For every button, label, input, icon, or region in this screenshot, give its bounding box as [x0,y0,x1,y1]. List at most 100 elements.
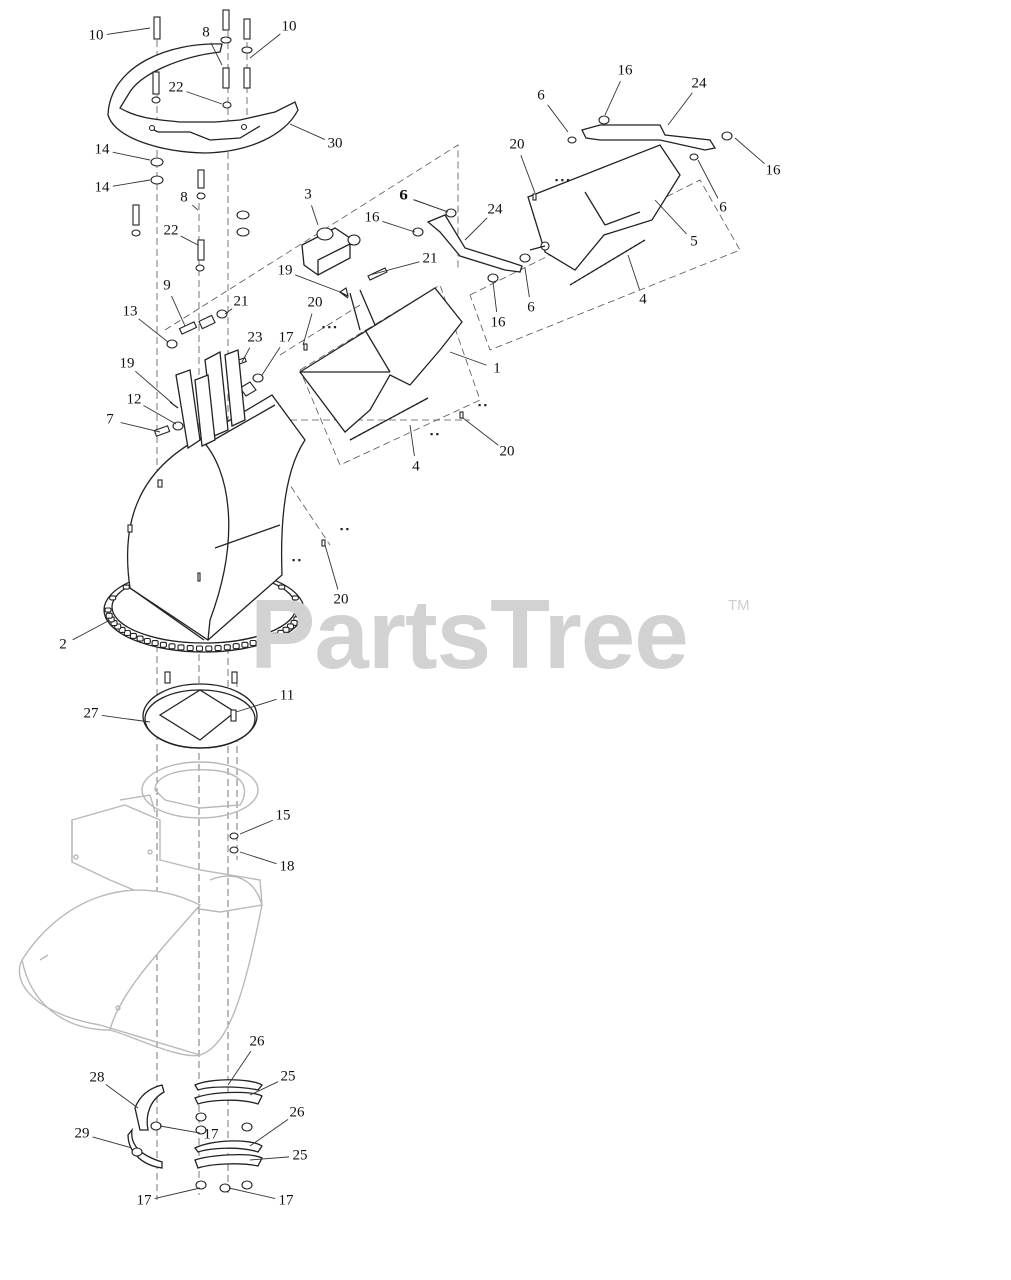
ring-slot [241,641,249,648]
leader-line-23 [241,347,251,363]
callout-20[interactable]: 20 [499,443,515,460]
callout-24[interactable]: 24 [487,201,503,218]
svg-text:▪ ▪ ▪: ▪ ▪ ▪ [322,322,337,332]
deflector-lower[interactable] [299,287,463,433]
callout-9[interactable]: 9 [163,277,171,294]
top-plate[interactable] [107,43,299,154]
callout-3[interactable]: 3 [304,186,312,203]
callout-8[interactable]: 8 [202,24,210,41]
callout-8[interactable]: 8 [180,189,188,206]
callout-14[interactable]: 14 [94,179,110,196]
link-arm-lower[interactable] [412,208,531,283]
callout-17[interactable]: 17 [203,1126,219,1143]
callout-26[interactable]: 26 [249,1033,265,1050]
svg-text:▪ ▪: ▪ ▪ [478,400,487,410]
ring-slot [129,632,137,639]
callout-17[interactable]: 17 [136,1192,152,1209]
leader-line-20 [462,417,499,446]
svg-text:▪ ▪: ▪ ▪ [340,524,349,534]
ring-slot [291,595,299,601]
callout-12[interactable]: 12 [126,391,142,408]
callout-20[interactable]: 20 [307,294,323,311]
callout-4[interactable]: 4 [639,291,647,308]
ring-slot [177,644,185,651]
callout-27[interactable]: 27 [83,705,99,722]
leader-line-19 [135,370,173,404]
callout-20[interactable]: 20 [333,591,349,608]
leader-line-28 [105,1084,139,1109]
callout-19[interactable]: 19 [119,355,135,372]
ring-slot [214,645,222,652]
leader-line-17 [154,1187,201,1199]
callout-16[interactable]: 16 [490,314,506,331]
callout-17[interactable]: 17 [278,329,294,346]
discharge-chute[interactable] [103,349,306,653]
leader-line-16 [492,281,498,313]
callout-24[interactable]: 24 [691,75,707,92]
callout-16[interactable]: 16 [617,62,633,79]
leader-line-13 [138,318,169,343]
callout-30[interactable]: 30 [327,135,343,152]
callout-6[interactable]: 6 [537,87,545,104]
callout-6[interactable]: 6 [400,187,408,204]
callout-17[interactable]: 17 [278,1192,294,1209]
leader-line-26 [227,1050,252,1086]
leader-line-7 [120,422,161,433]
link-arm-upper[interactable] [567,115,733,161]
callout-22[interactable]: 22 [163,222,179,239]
callout-25[interactable]: 25 [280,1068,296,1085]
callout-18[interactable]: 18 [279,858,295,875]
leader-line-18 [239,851,277,865]
callout-4[interactable]: 4 [412,458,420,475]
leader-line-21 [369,261,420,276]
callout-28[interactable]: 28 [89,1069,105,1086]
deflector-upper[interactable] [527,144,681,271]
callout-25[interactable]: 25 [292,1147,308,1164]
actuator-motor[interactable] [301,227,361,276]
callout-13[interactable]: 13 [122,303,138,320]
leader-line-24 [667,92,693,126]
leader-line-27 [101,715,151,723]
leader-line-21 [224,308,233,315]
impeller-housing [18,761,263,1057]
ring-slot [195,645,204,652]
callout-11[interactable]: 11 [279,687,295,704]
callout-6[interactable]: 6 [719,199,727,216]
leader-line-16 [382,220,416,233]
leader-line-4 [627,254,640,290]
leader-line-2 [72,619,111,641]
adapter-plate[interactable] [142,671,258,749]
callout-19[interactable]: 19 [277,262,293,279]
callout-20[interactable]: 20 [509,136,525,153]
clamp-plates[interactable] [127,1079,263,1193]
leader-line-5 [654,199,687,235]
leader-line-6 [414,199,449,213]
callout-21[interactable]: 21 [233,293,249,310]
leader-line-15 [239,819,274,835]
callout-6[interactable]: 6 [399,187,407,204]
callout-5[interactable]: 5 [690,233,698,250]
callout-2[interactable]: 2 [59,636,67,653]
callout-23[interactable]: 23 [247,329,263,346]
leader-line-26 [249,1118,289,1147]
callout-16[interactable]: 16 [364,209,380,226]
callout-6[interactable]: 6 [527,299,535,316]
callout-14[interactable]: 14 [94,141,110,158]
callout-26[interactable]: 26 [289,1104,305,1121]
ring-slot [136,635,144,642]
callout-29[interactable]: 29 [74,1125,90,1142]
leader-line-10 [249,33,281,59]
callout-22[interactable]: 22 [168,79,184,96]
callout-7[interactable]: 7 [106,411,114,428]
callout-15[interactable]: 15 [275,807,291,824]
ring-slot [104,607,112,613]
callout-21[interactable]: 21 [422,250,438,267]
ring-slot [151,640,159,647]
leader-line-6 [524,267,530,298]
leader-line-1 [449,351,487,366]
callout-1[interactable]: 1 [493,360,501,377]
callout-10[interactable]: 10 [281,18,297,35]
callout-16[interactable]: 16 [765,162,781,179]
callout-10[interactable]: 10 [88,27,104,44]
